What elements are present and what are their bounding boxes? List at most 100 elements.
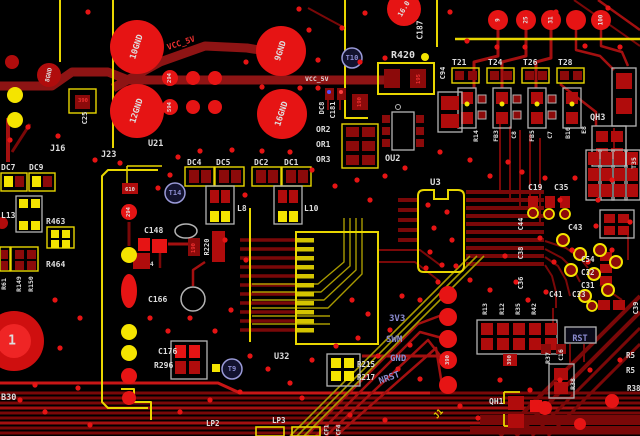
refdes-label[interactable]: FB3 bbox=[492, 130, 500, 142]
smd-pad[interactable] bbox=[614, 152, 625, 165]
refdes-label[interactable]: C41 bbox=[549, 290, 563, 299]
refdes-label[interactable]: C148 bbox=[144, 226, 163, 235]
smd-pad[interactable] bbox=[573, 71, 582, 80]
via[interactable] bbox=[435, 279, 441, 285]
net-label[interactable]: GND bbox=[390, 354, 407, 364]
via[interactable] bbox=[187, 315, 193, 321]
copper-trace[interactable] bbox=[378, 261, 439, 281]
refdes-label[interactable]: C31 bbox=[581, 281, 595, 290]
ic-pin[interactable] bbox=[297, 292, 314, 297]
smd-pad[interactable] bbox=[496, 112, 508, 124]
testpoint-label[interactable]: T14 bbox=[169, 189, 182, 197]
plated-hole[interactable] bbox=[578, 289, 592, 303]
component-courtyard[interactable] bbox=[291, 426, 321, 436]
via[interactable] bbox=[494, 44, 500, 50]
smd-pad[interactable] bbox=[461, 112, 473, 124]
via[interactable] bbox=[259, 148, 265, 154]
via[interactable] bbox=[42, 409, 48, 415]
refdes-label[interactable]: OR2 bbox=[316, 125, 331, 134]
via[interactable] bbox=[519, 169, 525, 175]
via[interactable] bbox=[527, 387, 533, 393]
smd-pad[interactable] bbox=[560, 71, 569, 80]
polarity-dot[interactable] bbox=[339, 90, 343, 94]
pad-number[interactable]: 25 bbox=[523, 16, 530, 24]
refdes-label[interactable]: R463 bbox=[46, 217, 65, 226]
refdes-label[interactable]: QH3 bbox=[590, 113, 605, 123]
smd-pad[interactable] bbox=[455, 71, 464, 80]
via[interactable] bbox=[87, 422, 93, 428]
smd-pad[interactable] bbox=[538, 71, 547, 80]
smd-pad[interactable] bbox=[278, 190, 287, 203]
smd-pad[interactable] bbox=[512, 94, 522, 104]
via[interactable] bbox=[553, 9, 559, 15]
component-outline-l10[interactable] bbox=[273, 185, 303, 225]
refdes-label[interactable]: DC1 bbox=[284, 158, 299, 167]
via[interactable] bbox=[167, 172, 173, 178]
ic-pin[interactable] bbox=[297, 283, 314, 288]
pad-round[interactable] bbox=[186, 100, 200, 114]
via[interactable] bbox=[453, 263, 459, 269]
smd-pad[interactable] bbox=[268, 170, 278, 183]
smd-pad[interactable] bbox=[601, 184, 612, 197]
copper-trace[interactable] bbox=[544, 264, 557, 308]
smd-pad[interactable] bbox=[601, 152, 612, 165]
via[interactable] bbox=[177, 409, 183, 415]
smd-pad[interactable] bbox=[529, 323, 541, 335]
pad-round[interactable] bbox=[538, 401, 552, 415]
via[interactable] bbox=[427, 249, 433, 255]
smd-pad[interactable] bbox=[627, 168, 638, 181]
via[interactable] bbox=[92, 157, 98, 163]
smd-pad[interactable] bbox=[508, 414, 524, 428]
via[interactable] bbox=[627, 219, 633, 225]
plated-hole[interactable] bbox=[559, 208, 571, 220]
via[interactable] bbox=[243, 59, 249, 65]
smd-pad[interactable] bbox=[62, 240, 70, 248]
refdes-label[interactable]: DC7 bbox=[1, 163, 16, 172]
connector-pad[interactable] bbox=[439, 330, 457, 348]
pad-round[interactable] bbox=[121, 204, 137, 220]
pad-round[interactable] bbox=[208, 71, 222, 85]
refdes-label[interactable]: R5 bbox=[626, 351, 635, 360]
refdes-label[interactable]: R61 bbox=[0, 278, 8, 290]
pad-round[interactable] bbox=[121, 324, 137, 340]
via[interactable] bbox=[229, 147, 235, 153]
via[interactable] bbox=[228, 307, 234, 313]
pad-number[interactable]: 100 bbox=[598, 14, 605, 25]
via[interactable] bbox=[439, 262, 445, 268]
smd-pad[interactable] bbox=[362, 155, 375, 165]
plated-hole[interactable] bbox=[601, 283, 615, 297]
smd-pad[interactable] bbox=[410, 69, 426, 88]
refdes-label[interactable]: R217 bbox=[357, 373, 375, 382]
via[interactable] bbox=[487, 173, 493, 179]
copper-trace[interactable] bbox=[191, 260, 206, 286]
smd-pad[interactable] bbox=[188, 238, 200, 256]
smd-pad[interactable] bbox=[554, 368, 568, 380]
smd-pad[interactable] bbox=[27, 261, 36, 270]
component-outline[interactable] bbox=[527, 87, 547, 129]
ic-pin[interactable] bbox=[297, 256, 314, 261]
smd-pad[interactable] bbox=[32, 176, 41, 187]
smd-pad[interactable] bbox=[189, 345, 200, 358]
via[interactable] bbox=[306, 27, 312, 33]
smd-pad[interactable] bbox=[618, 226, 629, 235]
smd-pad[interactable] bbox=[611, 131, 623, 142]
via[interactable] bbox=[417, 297, 423, 303]
thermal-pad[interactable] bbox=[257, 89, 307, 139]
via[interactable] bbox=[382, 55, 388, 61]
via[interactable] bbox=[497, 377, 503, 383]
component-courtyard[interactable] bbox=[486, 67, 515, 84]
smd-pad[interactable] bbox=[600, 264, 612, 273]
via[interactable] bbox=[387, 327, 393, 333]
copper-trace[interactable] bbox=[335, 346, 444, 436]
copper-trace[interactable] bbox=[599, 26, 630, 67]
smd-pad[interactable] bbox=[481, 323, 493, 335]
smd-pad[interactable] bbox=[481, 338, 493, 350]
via[interactable] bbox=[382, 417, 388, 423]
refdes-label[interactable]: C35 bbox=[554, 183, 569, 192]
smd-pad[interactable] bbox=[382, 115, 390, 123]
smd-pad[interactable] bbox=[75, 95, 90, 109]
smd-pad[interactable] bbox=[133, 253, 150, 269]
copper-trace[interactable] bbox=[597, 0, 640, 32]
smd-pad[interactable] bbox=[210, 211, 219, 222]
